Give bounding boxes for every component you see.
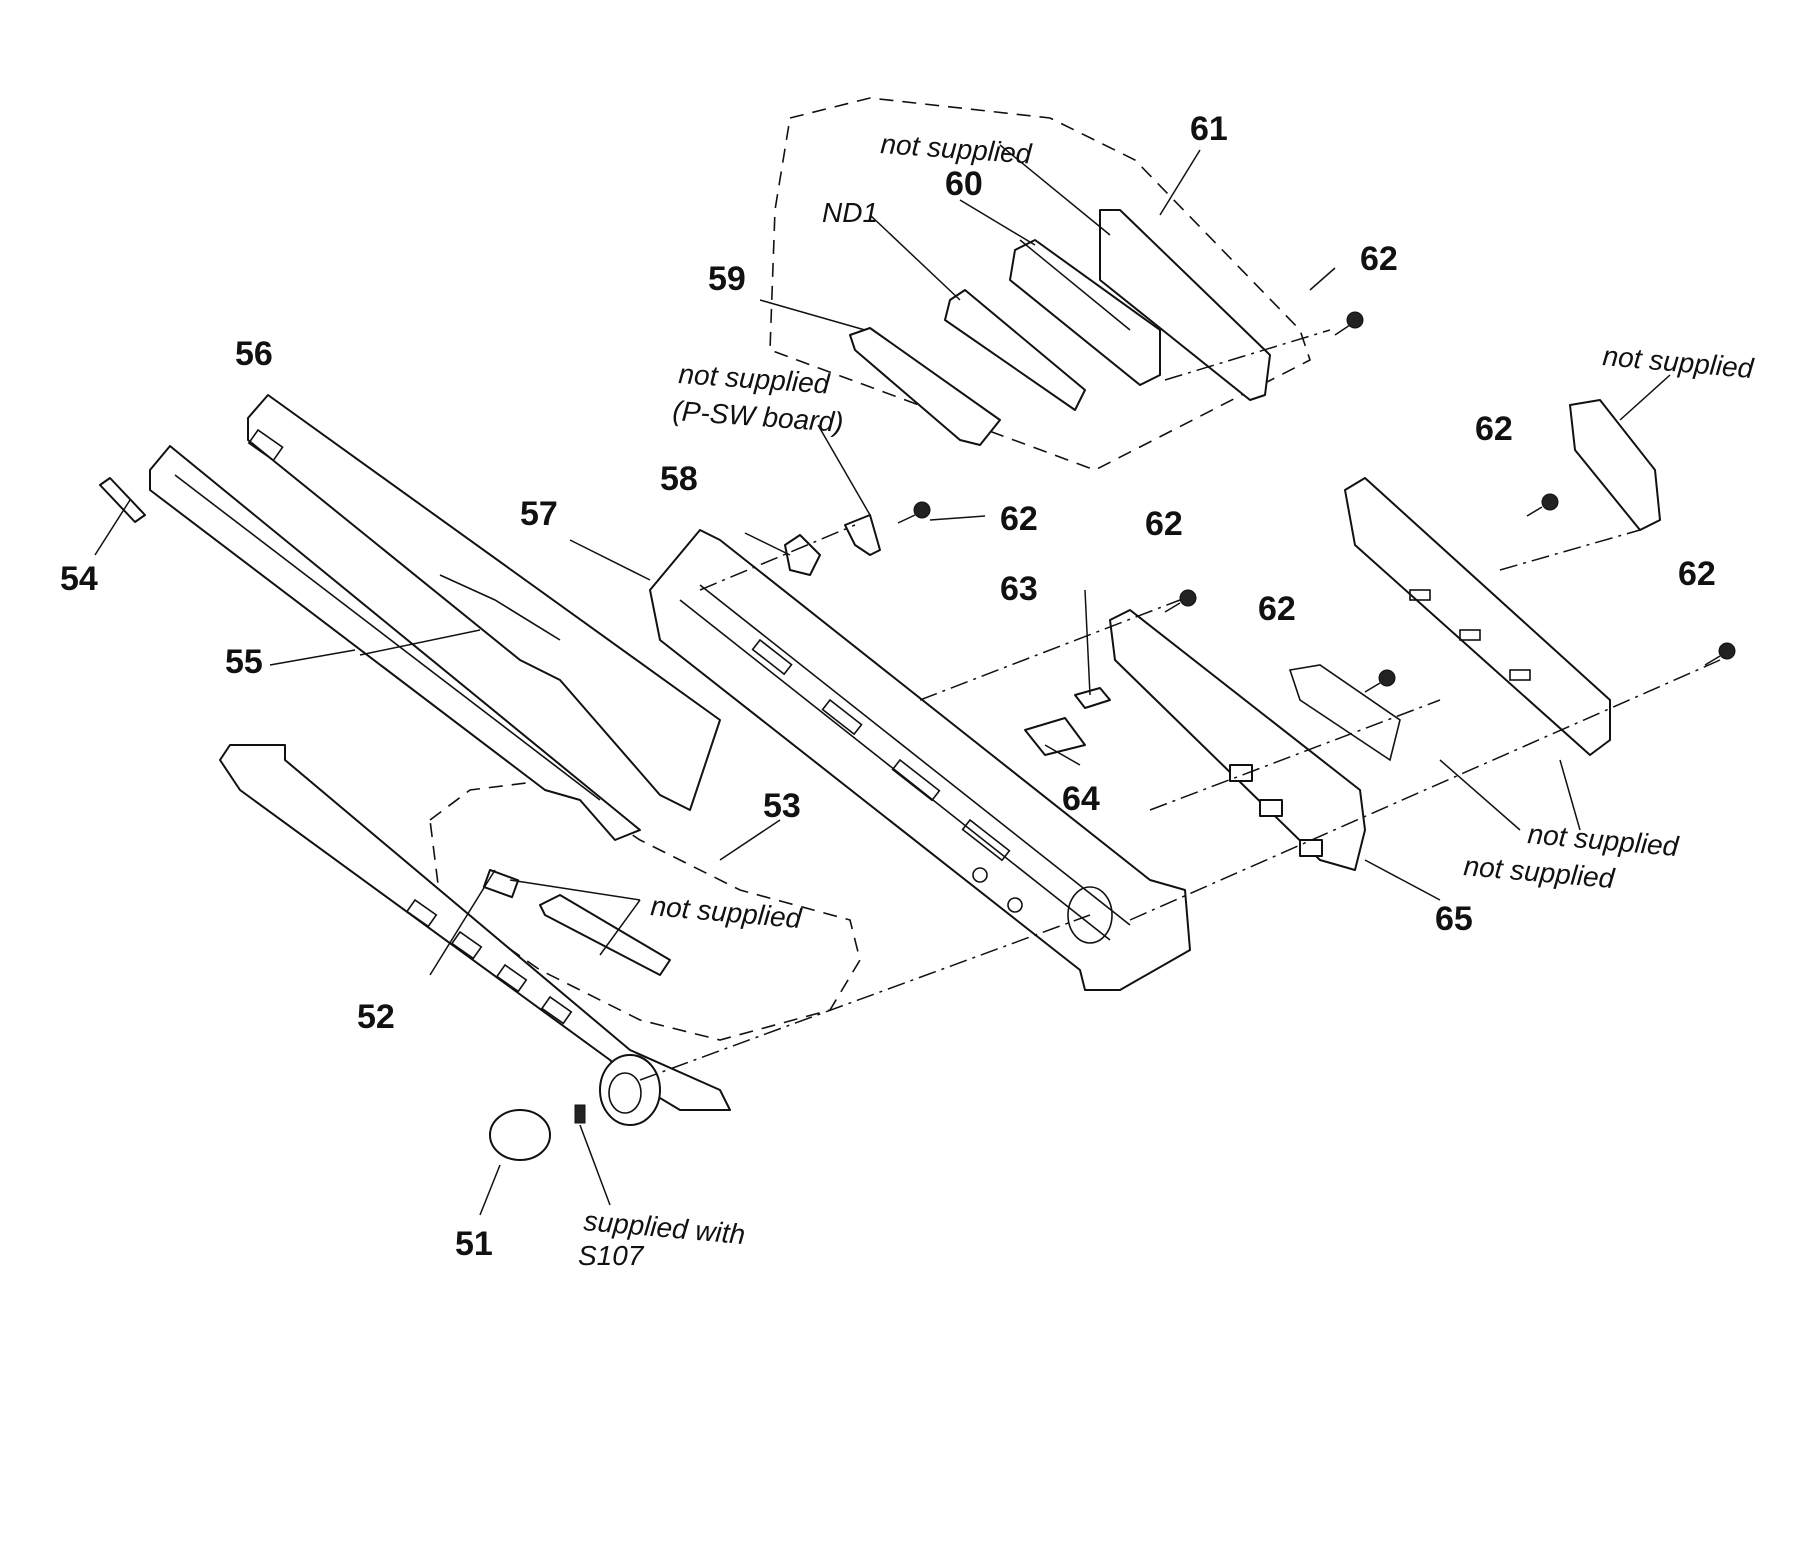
label-62-c: 62	[1145, 505, 1183, 543]
label-53: 53	[763, 787, 801, 825]
note-nd1: ND1	[822, 197, 878, 228]
screw-62-b	[897, 501, 931, 524]
button-part-single	[482, 869, 520, 899]
connector-63	[1074, 687, 1111, 709]
button-part-row	[539, 894, 671, 976]
front-chassis-hole-a	[972, 867, 988, 883]
label-62-e: 62	[1475, 410, 1513, 448]
label-55: 55	[225, 643, 263, 681]
note-supplied-with-line2: S107	[578, 1240, 645, 1271]
label-62-a: 62	[1360, 240, 1398, 278]
note-not-supplied-right-bottom: not supplied	[1526, 818, 1681, 862]
note-psw-line2: (P-SW board)	[672, 395, 845, 438]
front-chassis-knob-hole	[1067, 886, 1113, 944]
lower-trim-keys	[405, 898, 573, 1025]
right-bracket-tabs	[1409, 589, 1531, 681]
label-51: 51	[455, 1225, 493, 1263]
screw-62-c	[1164, 589, 1197, 613]
control-board-unsupplied	[1288, 664, 1401, 762]
note-not-supplied-right-top: not supplied	[1601, 340, 1756, 384]
knob-ring-inner	[608, 1072, 642, 1114]
label-56: 56	[235, 335, 273, 373]
display-holder	[1009, 239, 1161, 386]
right-bracket-plate	[1569, 399, 1661, 531]
label-62-b: 62	[1000, 500, 1038, 538]
knob-spring	[574, 1104, 586, 1124]
label-60: 60	[945, 165, 983, 203]
control-board-65	[1109, 609, 1366, 871]
screw-62-e	[1526, 493, 1559, 517]
front-chassis-hole-b	[1007, 897, 1023, 913]
label-63: 63	[1000, 570, 1038, 608]
alignment-lines	[639, 329, 1721, 1081]
front-chassis-slots	[751, 638, 1011, 862]
connector-64	[1024, 717, 1086, 756]
note-not-supplied-top: not supplied	[880, 128, 1034, 170]
screw-62-d	[1364, 669, 1396, 693]
label-65: 65	[1435, 900, 1473, 938]
label-58: 58	[660, 460, 698, 498]
display-group-outline	[769, 97, 1311, 471]
screw-62-f	[1704, 642, 1736, 666]
label-54: 54	[60, 560, 98, 598]
screw-62-a	[1334, 311, 1364, 336]
label-62-f: 62	[1678, 555, 1716, 593]
label-59: 59	[708, 260, 746, 298]
display-filter	[849, 327, 1001, 446]
label-62-d: 62	[1258, 590, 1296, 628]
label-57: 57	[520, 495, 558, 533]
display-board	[1099, 209, 1271, 401]
lower-trim-strip	[219, 744, 731, 1111]
label-52: 52	[357, 998, 395, 1036]
front-chassis-inner	[679, 584, 1131, 941]
label-61: 61	[1190, 110, 1228, 148]
front-panel-groove	[174, 474, 601, 801]
psw-board	[844, 514, 881, 556]
right-bracket	[1344, 477, 1611, 756]
switch-part	[784, 534, 821, 576]
front-chassis	[649, 529, 1191, 991]
note-not-supplied-buttons: not supplied	[649, 890, 804, 934]
note-not-supplied-bottom: not supplied	[1462, 850, 1617, 894]
leader-lines	[94, 144, 1671, 1216]
display-tube-nd1	[944, 289, 1086, 411]
screws	[897, 311, 1736, 693]
small-clip	[99, 477, 146, 523]
top-cover-window	[247, 428, 284, 462]
control-knob	[489, 1109, 551, 1161]
top-cover-strip	[247, 394, 721, 811]
top-cover-cutout	[439, 574, 561, 641]
label-64: 64	[1062, 780, 1100, 818]
